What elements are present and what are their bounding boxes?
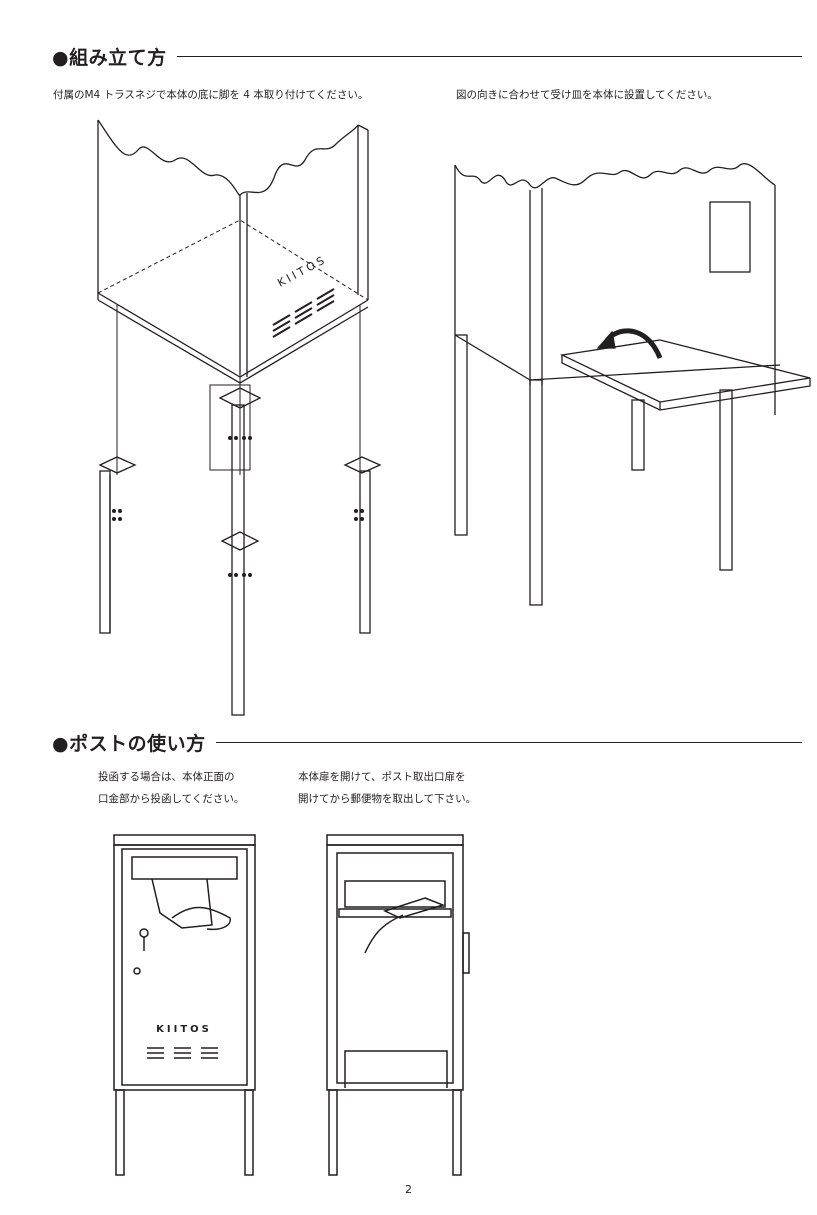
section-title: ●組み立て方 xyxy=(52,46,167,69)
step-caption-install-tray: 図の向きに合わせて受け皿を本体に設置してください。 xyxy=(456,89,718,101)
section-heading-usage: ●ポストの使い方 xyxy=(52,727,802,757)
page-number: 2 xyxy=(405,1183,412,1196)
section-title: ●ポストの使い方 xyxy=(52,732,206,755)
caption-line: 開けてから郵便物を取出して下さい。 xyxy=(298,793,477,805)
step-caption-retrieving: 本体扉を開けて、ポスト取出口扉を 開けてから郵便物を取出して下さい。 xyxy=(298,766,476,810)
step-caption-posting: 投函する場合は、本体正面の 口金部から投函してください。 xyxy=(98,766,244,810)
section-heading-assembly: ●組み立て方 xyxy=(52,41,802,71)
figure-mailbox-front: KIITOS xyxy=(112,833,257,1178)
heading-rule xyxy=(215,741,802,743)
figure-mailbox-open xyxy=(325,833,475,1178)
figure-leg-assembly: KIITOS xyxy=(90,115,390,720)
front-brand-label: KIITOS xyxy=(156,1024,212,1035)
caption-line: 投函する場合は、本体正面の xyxy=(98,771,235,783)
caption-line: 本体扉を開けて、ポスト取出口扉を xyxy=(298,771,466,783)
step-caption-attach-legs: 付属のM4 トラスネジで本体の底に脚を 4 本取り付けてください。 xyxy=(53,89,369,101)
caption-line: 口金部から投函してください。 xyxy=(98,793,245,805)
heading-rule xyxy=(176,55,802,57)
figure-tray-installation xyxy=(450,150,811,610)
